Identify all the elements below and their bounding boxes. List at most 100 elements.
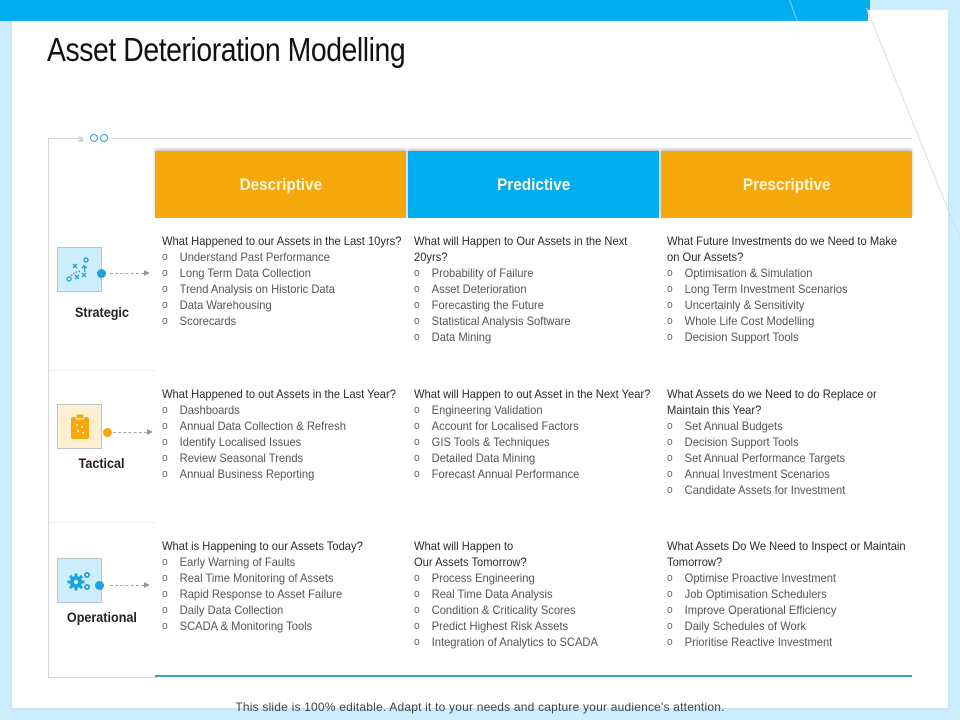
cell-question: What will Happen to Our Assets Tomorrow? [414, 539, 527, 569]
footer-note: This slide is 100% editable. Adapt it to… [235, 700, 725, 714]
cell-question: What will Happen to out Asset in the Nex… [414, 387, 651, 401]
cell-question: What Future Investments do we Need to Ma… [667, 234, 898, 264]
row-label-operational: Operational [66, 609, 138, 625]
slide-canvas [12, 21, 948, 708]
cell-strategic-predictive: What will Happen to Our Assets in the Ne… [414, 233, 654, 345]
dashed-arrow-icon [113, 429, 153, 435]
column-header-descriptive: Descriptive [155, 151, 406, 218]
connector-dot [103, 428, 112, 437]
cell-question: What Assets do we Need to do Replace or … [667, 387, 877, 417]
cell-tactical-descriptive: What Happened to out Assets in the Last … [162, 386, 402, 482]
column-header-predictive: Predictive [408, 151, 659, 218]
ring-icon [90, 134, 98, 142]
cell-question: What will Happen to Our Assets in the Ne… [414, 234, 628, 264]
cell-operational-descriptive: What is Happening to our Assets Today? o… [162, 538, 402, 634]
connector-dot [95, 581, 104, 590]
table-frame [48, 138, 912, 678]
cell-operational-predictive: What will Happen to Our Assets Tomorrow?… [414, 538, 654, 650]
dashed-arrow-icon [110, 270, 150, 276]
column-header-label: Prescriptive [742, 174, 831, 194]
operational-icon-box [57, 558, 102, 603]
bottom-teal-rule [155, 675, 912, 677]
strategy-plan-icon [65, 256, 89, 282]
cell-strategic-descriptive: What Happened to our Assets in the Last … [162, 233, 402, 329]
row-label-strategic: Strategic [75, 304, 129, 320]
tactical-icon-box [57, 404, 102, 449]
cell-tactical-prescriptive: What Assets do we Need to do Replace or … [667, 386, 907, 498]
cell-question: What is Happening to our Assets Today? [162, 539, 363, 553]
table-frame-bottom [48, 677, 158, 678]
column-header-label: Predictive [496, 174, 571, 194]
frame-decoration: ››››› [80, 131, 112, 146]
column-header-label: Descriptive [239, 174, 322, 194]
column-header-prescriptive: Prescriptive [661, 151, 912, 218]
cell-question: What Assets Do We Need to Inspect or Mai… [667, 539, 906, 569]
row-divider [49, 522, 155, 523]
row-divider [49, 370, 155, 371]
cell-tactical-predictive: What will Happen to out Asset in the Nex… [414, 386, 654, 482]
strategic-icon-box [57, 247, 102, 292]
cell-question: What Happened to our Assets in the Last … [162, 234, 402, 248]
cell-strategic-prescriptive: What Future Investments do we Need to Ma… [667, 233, 907, 345]
row-label-tactical: Tactical [78, 455, 125, 471]
dashed-arrow-icon [110, 582, 150, 588]
page-title: Asset Deterioration Modelling [47, 31, 406, 68]
clipboard-icon [70, 413, 89, 439]
connector-dot [97, 269, 106, 278]
top-accent-band [0, 0, 960, 21]
ring-icon [100, 134, 108, 142]
cell-operational-prescriptive: What Assets Do We Need to Inspect or Mai… [667, 538, 907, 650]
slide-corner-patch [868, 10, 948, 21]
